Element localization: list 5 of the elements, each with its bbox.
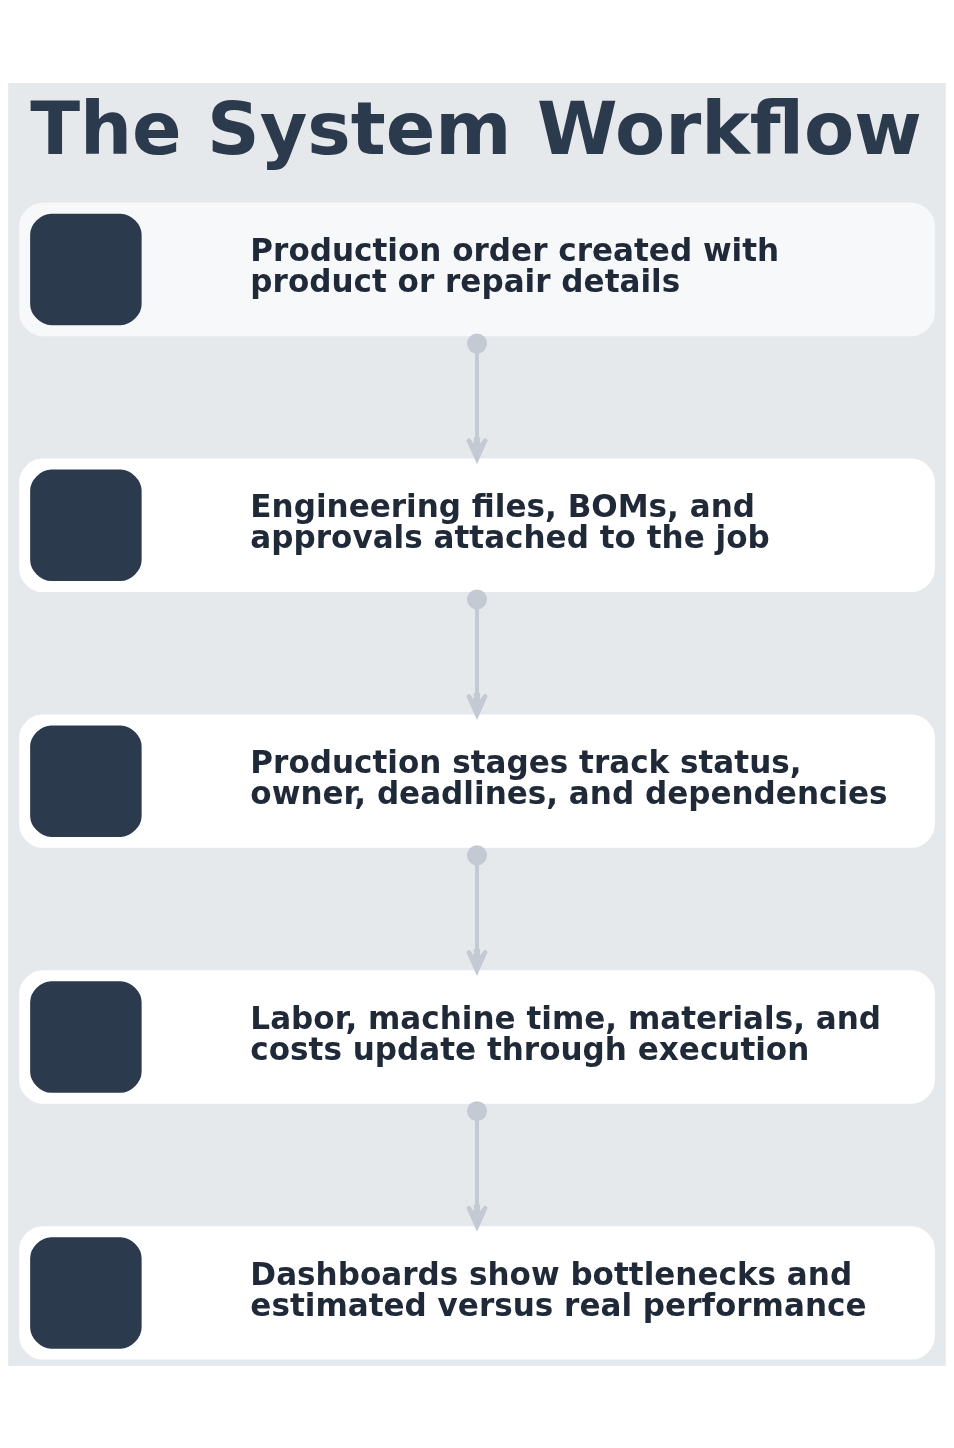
arrow [465,844,489,973]
arrow [465,333,489,461]
diagram-title: The System Workflow [30,85,922,171]
arrow [465,588,489,717]
arrow [465,1100,489,1229]
